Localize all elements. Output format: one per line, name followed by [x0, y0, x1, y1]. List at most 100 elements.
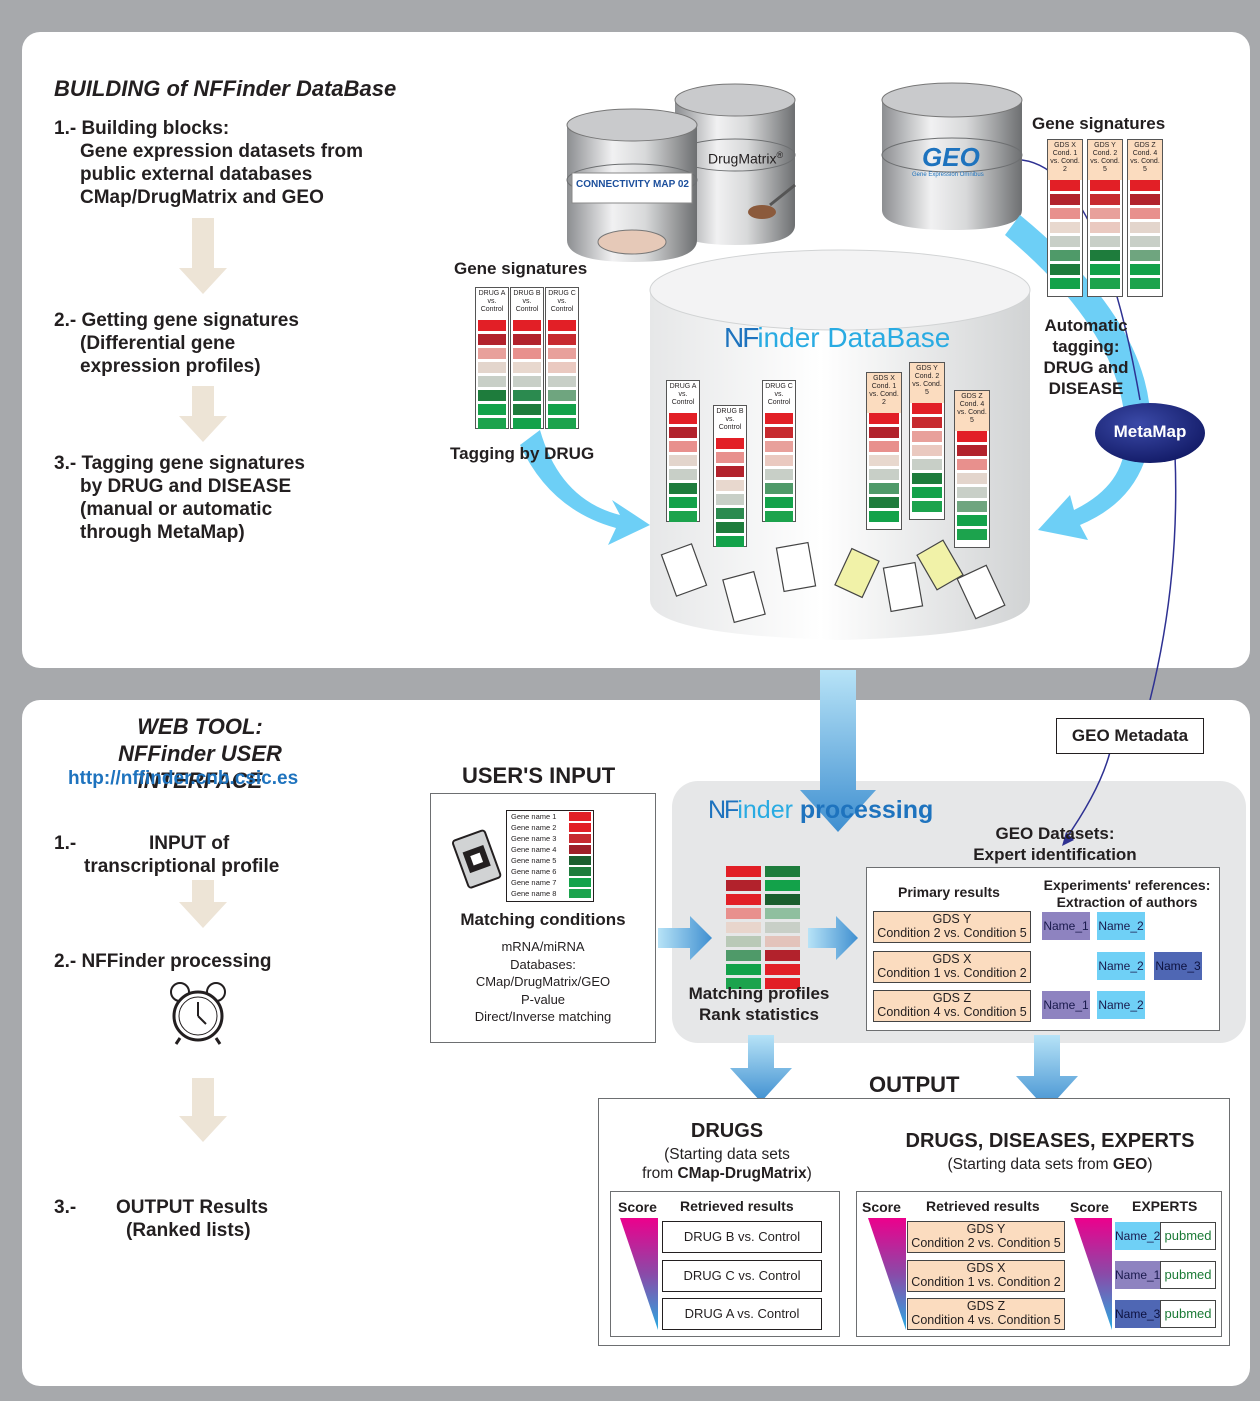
heatmap-drug-b-left: DRUG B vs. Control — [510, 287, 544, 429]
experiments-refs-title: Experiments' references: Extraction of a… — [1035, 877, 1219, 911]
heatmap-header: DRUG B vs. Control — [513, 290, 541, 313]
matching-conditions-title: Matching conditions — [460, 910, 626, 929]
nffinder-processing-title: NFinder processing — [708, 796, 933, 825]
geo-retrieved-header: Retrieved results — [926, 1198, 1040, 1214]
proc-processing: processing — [799, 796, 934, 824]
geo-score-header: Score — [862, 1199, 901, 1215]
geo-result-line2: Condition 1 vs. Condition 2 — [911, 1275, 1061, 1289]
experts-score-header: Score — [1070, 1199, 1109, 1215]
heatmap-drug-c-db: DRUG C vs. Control — [762, 380, 796, 522]
automatic-tagging-label: Automatic tagging: DRUG and DISEASE — [1040, 315, 1132, 399]
auto-tag-line4: DISEASE — [1048, 379, 1124, 398]
heatmap-drug-a-left: DRUG A vs. Control — [475, 287, 509, 429]
metamap-label: MetaMap — [1113, 422, 1187, 441]
geo-result-line2: Condition 4 vs. Condition 5 — [911, 1313, 1061, 1327]
expert-name[interactable]: Name_2 — [1115, 1222, 1160, 1250]
gene-signatures-right-label: Gene signatures — [1032, 114, 1166, 133]
geo-metadata-box: GEO Metadata — [1056, 718, 1204, 754]
exp-refs-line1: Experiments' references: — [1043, 877, 1211, 893]
auto-tag-line2: tagging: — [1052, 337, 1120, 356]
tagging-by-drug-label: Tagging by DRUG — [450, 444, 595, 463]
row-line1: GDS Z — [932, 991, 972, 1005]
heatmap-header: GDS X Cond. 1 vs. Cond. 2 — [1048, 140, 1082, 180]
proc-inder: inder — [737, 796, 793, 824]
heatmap-header: GDS Z Cond. 4 vs. Cond. 5 — [1128, 140, 1162, 180]
step1-line3: public external databases — [80, 164, 313, 185]
row-line2: Condition 2 vs. Condition 5 — [877, 926, 1027, 940]
dde-subtitle: (Starting data sets from GEO) — [947, 1156, 1153, 1173]
output-title: OUTPUT — [869, 1072, 960, 1097]
gene-name-list: Gene name 1 Gene name 2 Gene name 3 Gene… — [506, 810, 594, 902]
heatmap-drug-b-db: DRUG B vs. Control — [713, 405, 747, 547]
drugs-score-header: Score — [618, 1199, 657, 1215]
db-to-processing-arrow — [800, 670, 876, 832]
to-geo-output-arrow — [1016, 1035, 1078, 1110]
matching-profiles-line1: Matching profiles — [688, 984, 830, 1003]
wt-step3-line1: OUTPUT Results — [116, 1197, 269, 1218]
webtool-url[interactable]: http://nffinder.cnb.csic.es — [68, 768, 299, 789]
alarm-clock-icon — [170, 982, 226, 1045]
geo-logo-subtitle: Gene Expression Omnibus — [912, 172, 984, 178]
nffinder-database-title: NFinder DataBase — [724, 322, 950, 354]
step2-line3: expression profiles) — [80, 356, 261, 377]
metamap-node — [1095, 403, 1205, 463]
flow-arrow-2-head — [179, 416, 227, 442]
building-title: BUILDING of NFFinder DataBase — [54, 76, 397, 101]
auto-tag-line3: DRUG and — [1043, 358, 1129, 377]
webtool-title-line1: WEB TOOL: — [137, 714, 263, 739]
drugs-sub-line2: from CMap-DrugMatrix) — [642, 1165, 812, 1182]
drugs-retrieved-header: Retrieved results — [680, 1198, 794, 1214]
exp-refs-line2: Extraction of authors — [1056, 894, 1198, 910]
drug-result-row[interactable]: DRUG C vs. Control — [662, 1260, 822, 1292]
input-to-processing-arrow — [658, 916, 712, 960]
condition-item: mRNA/miRNA — [501, 939, 585, 954]
pubmed-link[interactable]: pubmed — [1160, 1300, 1216, 1328]
webtool-title-line2: NFFinder USER INTERFACE — [118, 741, 282, 793]
db-title-rest: inder DataBase — [757, 322, 951, 353]
dde-title: DRUGS, DISEASES, EXPERTS — [905, 1130, 1195, 1152]
author-name-2-row2[interactable]: Name_2 — [1097, 952, 1145, 980]
heatmap-gds-x-right: GDS X Cond. 1 vs. Cond. 2 — [1047, 139, 1083, 297]
wt-step3-num: 3.- — [54, 1197, 77, 1218]
pubmed-link[interactable]: pubmed — [1160, 1222, 1216, 1250]
building-step-3: 3.- Tagging gene signatures by DRUG and … — [54, 452, 305, 544]
building-step-2: 2.- Getting gene signatures (Differentia… — [54, 309, 299, 378]
geo-datasets-line2: Expert identification — [973, 845, 1137, 864]
heatmap-header: GDS Y Cond. 2 vs. Cond. 5 — [1088, 140, 1122, 180]
heatmap-header: DRUG A vs. Control — [478, 290, 506, 313]
condition-item: CMap/DrugMatrix/GEO — [475, 974, 611, 989]
pubmed-link[interactable]: pubmed — [1160, 1261, 1216, 1289]
author-name-3-row2[interactable]: Name_3 — [1154, 952, 1202, 980]
author-name-1-row1[interactable]: Name_1 — [1042, 912, 1090, 940]
expert-name[interactable]: Name_1 — [1115, 1261, 1160, 1289]
heatmap-gds-z-db: GDS Z Cond. 4 vs. Cond. 5 — [954, 390, 990, 548]
author-name-2-row1[interactable]: Name_2 — [1097, 912, 1145, 940]
drug-result-row[interactable]: DRUG B vs. Control — [662, 1221, 822, 1253]
gene-name-row: Gene name 5 — [507, 855, 593, 866]
experts-header: EXPERTS — [1132, 1198, 1198, 1214]
db-title-nf: NF — [724, 322, 759, 353]
drug-result-row[interactable]: DRUG A vs. Control — [662, 1298, 822, 1330]
wt-step1-line1: INPUT of — [149, 833, 230, 854]
heatmap-header: DRUG A vs. Control — [669, 383, 697, 406]
gene-name-row: Gene name 7 — [507, 877, 593, 888]
experts-score-gradient-icon — [1074, 1218, 1112, 1330]
step2-line1: 2.- Getting gene signatures — [54, 310, 299, 331]
wt-flow-arrow-2-shaft — [192, 1078, 214, 1118]
author-name-1-row3[interactable]: Name_1 — [1042, 991, 1090, 1019]
author-name-2-row3[interactable]: Name_2 — [1097, 991, 1145, 1019]
step1-line1: 1.- Building blocks: — [54, 118, 230, 139]
heatmap-gds-y-db: GDS Y Cond. 2 vs. Cond. 5 — [909, 362, 945, 520]
mouse-icon — [748, 205, 776, 219]
step3-line1: 3.- Tagging gene signatures — [54, 453, 305, 474]
row-line1: GDS Y — [932, 912, 972, 926]
expert-name[interactable]: Name_3 — [1115, 1300, 1160, 1328]
row-line2: Condition 4 vs. Condition 5 — [877, 1005, 1027, 1019]
cmap-database-icon — [566, 108, 698, 262]
